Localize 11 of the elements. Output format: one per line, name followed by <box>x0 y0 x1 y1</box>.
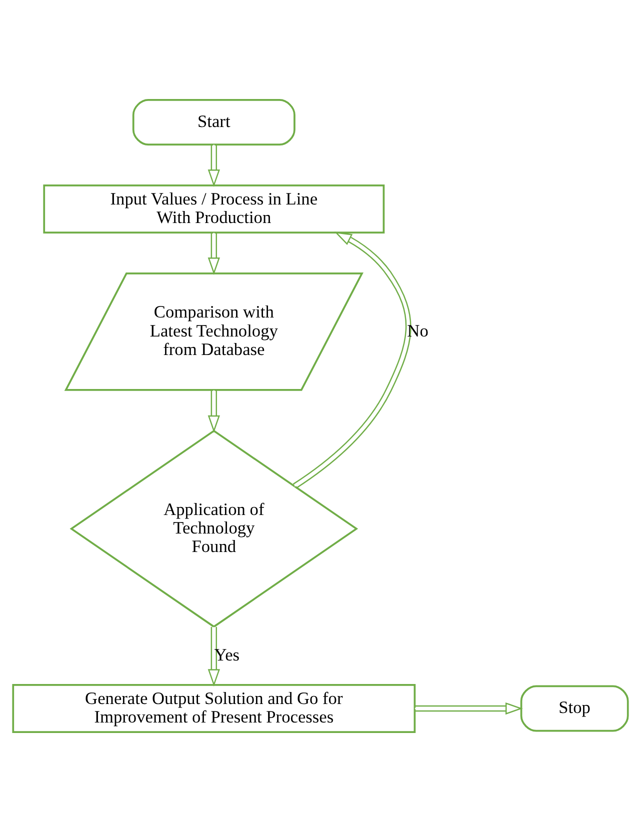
arrow <box>208 232 220 275</box>
node-diamond: Application of Technology Found <box>70 430 358 628</box>
node-box: Stop <box>520 685 629 732</box>
node-box: Input Values / Process in Line With Production <box>43 184 385 234</box>
node-box: Generate Output Solution and Go for Improvement of Present Processes <box>12 684 416 733</box>
node-box: Start <box>132 99 296 146</box>
arrow <box>208 144 220 187</box>
arrow <box>208 390 220 433</box>
arrow <box>208 626 220 687</box>
arrow <box>415 702 523 715</box>
arrow <box>292 232 412 489</box>
